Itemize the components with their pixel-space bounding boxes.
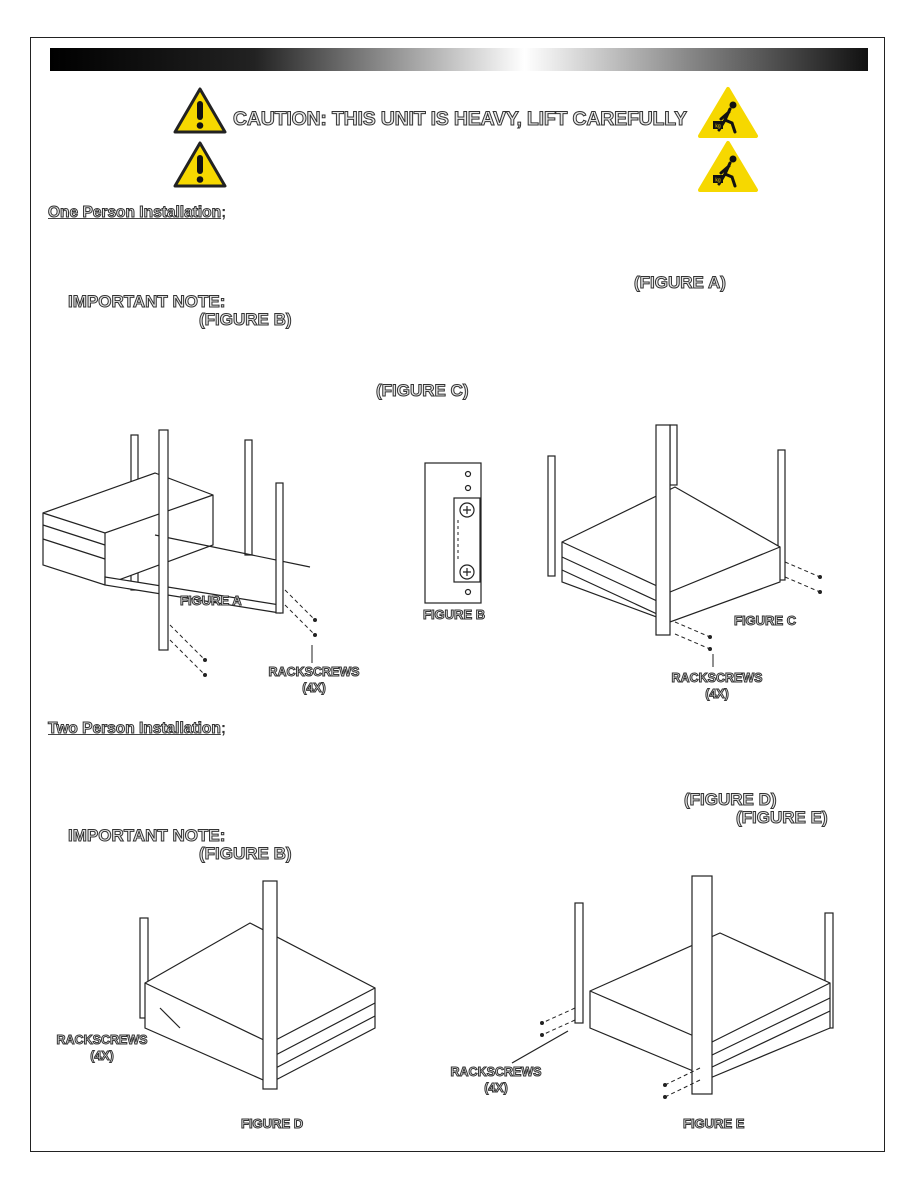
- rackscrews-count: (4X): [90, 1049, 115, 1064]
- figure-b-reference: (FIGURE B): [199, 844, 293, 864]
- rackscrews-count: (4X): [705, 687, 730, 702]
- warning-triangle-icon: [172, 140, 228, 195]
- heading-colon: ;: [221, 204, 227, 221]
- figure-b-caption: FIGURE B: [422, 607, 486, 623]
- figure-e-reference: (FIGURE E): [736, 808, 829, 828]
- rackscrews-count: (4X): [302, 681, 327, 696]
- important-note-label: IMPORTANT NOTE:: [67, 292, 226, 312]
- two-person-heading-row: Two Person Installation;: [48, 720, 226, 738]
- figure-a-reference: (FIGURE A): [634, 273, 727, 293]
- rackscrews-count: (4X): [484, 1081, 509, 1096]
- figure-b-reference: (FIGURE B): [199, 310, 293, 330]
- svg-text:kg: kg: [715, 178, 721, 184]
- important-note-label: IMPORTANT NOTE:: [67, 826, 226, 846]
- figure-b-drawing: [424, 462, 482, 604]
- two-person-heading: Two Person Installation: [48, 720, 222, 738]
- page-border: [30, 37, 885, 1152]
- figure-c-rackscrews-label: RACKSCREWS (4X): [671, 670, 763, 702]
- heavy-lift-icon: kg: [697, 86, 759, 145]
- heading-colon: ;: [220, 720, 226, 737]
- figure-a-caption: FIGURE A: [180, 593, 243, 609]
- caution-heading: CAUTION: THIS UNIT IS HEAVY, LIFT CAREFU…: [233, 108, 688, 131]
- figure-e-rackscrews-label: RACKSCREWS (4X): [450, 1064, 542, 1096]
- figure-e-caption: FIGURE E: [682, 1116, 745, 1132]
- figure-a-drawing: [42, 429, 317, 677]
- figure-e-drawing: [511, 875, 834, 1099]
- one-person-heading-row: One Person Installation;: [47, 204, 227, 222]
- figure-c-reference: (FIGURE C): [376, 381, 470, 401]
- warning-triangle-icon: [172, 86, 228, 141]
- figure-d-rackscrews-label: RACKSCREWS (4X): [56, 1032, 148, 1064]
- figure-a-rackscrews-label: RACKSCREWS (4X): [268, 664, 360, 696]
- header-gradient-bar: [50, 48, 868, 71]
- rackscrews-text: RACKSCREWS: [671, 671, 763, 686]
- rackscrews-text: RACKSCREWS: [56, 1033, 148, 1048]
- rackscrews-text: RACKSCREWS: [450, 1065, 542, 1080]
- figure-c-caption: FIGURE C: [733, 613, 797, 629]
- figure-d-drawing: [139, 880, 376, 1090]
- heavy-lift-icon: kg: [697, 140, 759, 199]
- svg-text:kg: kg: [715, 124, 721, 130]
- rackscrews-text: RACKSCREWS: [268, 665, 360, 680]
- figure-c-drawing: [547, 424, 822, 667]
- one-person-heading: One Person Installation: [47, 204, 222, 222]
- figure-d-caption: FIGURE D: [240, 1116, 304, 1132]
- figure-d-reference: (FIGURE D): [684, 790, 778, 810]
